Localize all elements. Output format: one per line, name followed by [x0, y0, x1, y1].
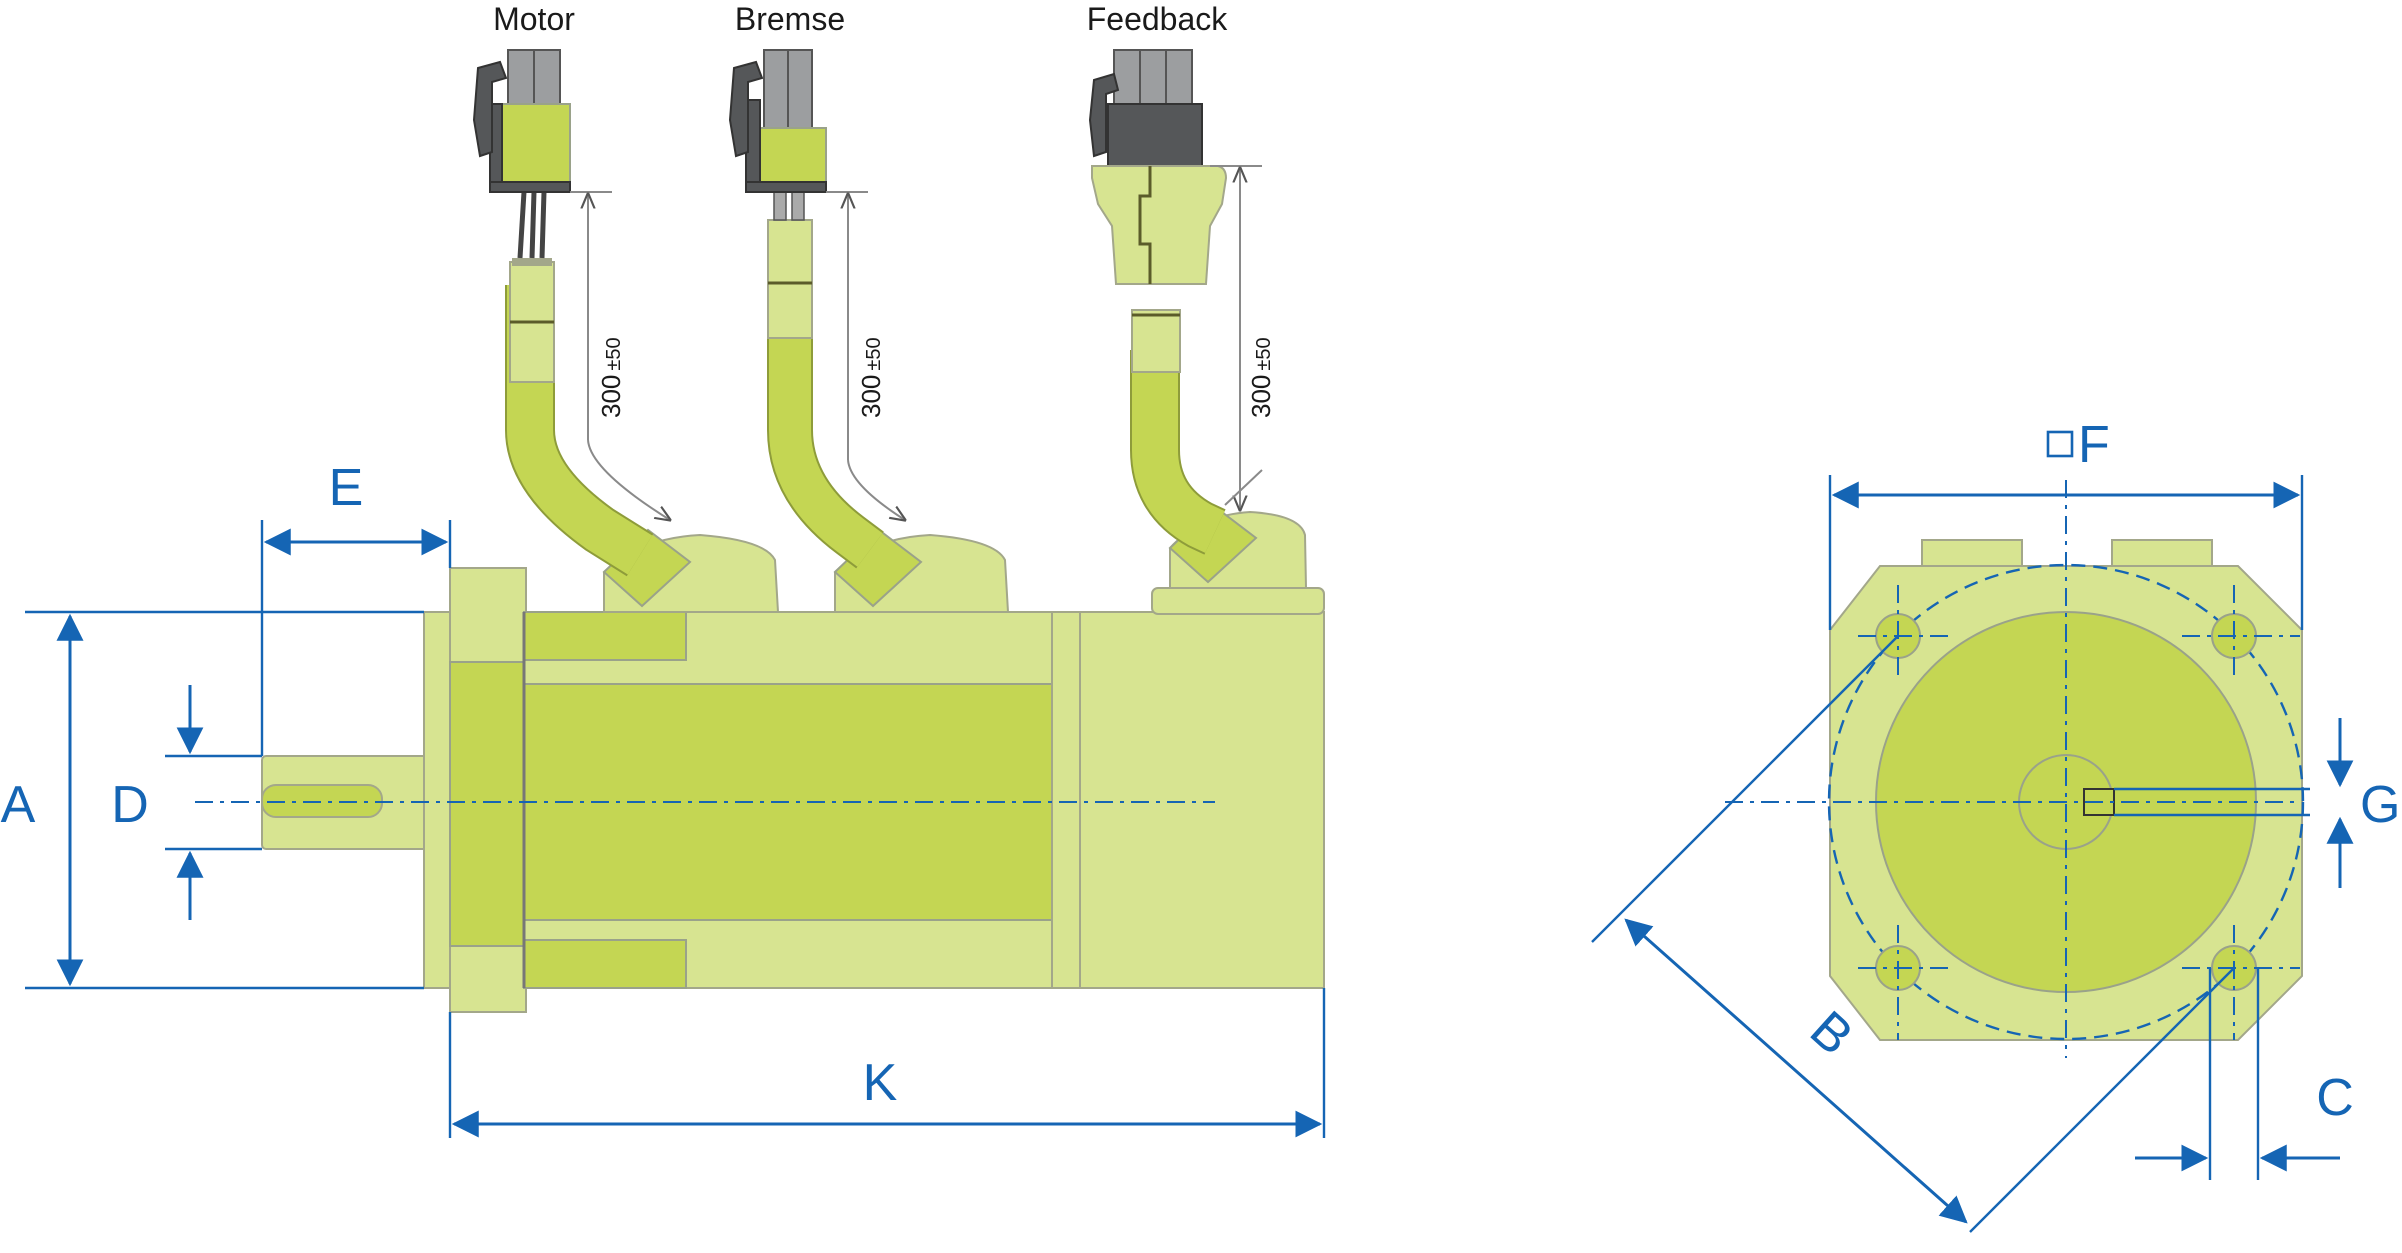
dimension-g-label: G	[2360, 776, 2400, 834]
dimension-c-label: C	[2316, 1069, 2354, 1127]
dimension-a	[25, 610, 424, 990]
dimension-e-label: E	[329, 459, 364, 517]
front-view: F G B C	[1591, 416, 2400, 1233]
rear-housing	[1051, 587, 1325, 989]
dimension-k	[448, 988, 1326, 1138]
dimension-b	[1591, 635, 2235, 1233]
front-flange	[423, 567, 527, 1013]
feedback-connector	[1088, 49, 1228, 285]
cable-length-feedback: 300±50	[1246, 337, 1276, 418]
cable-length-dims	[570, 165, 1263, 520]
dimension-c	[2135, 968, 2340, 1180]
cable-length-brake: 300±50	[856, 337, 886, 418]
dimension-e	[260, 520, 452, 756]
brake-label: Bremse	[735, 1, 845, 37]
dimension-d-label: D	[111, 776, 149, 834]
side-view: Motor Bremse Feedback 300±50 300±50 300±…	[1, 1, 1326, 1138]
motor-label: Motor	[493, 1, 575, 37]
cable-length-motor: 300±50	[596, 337, 626, 418]
feedback-label: Feedback	[1087, 1, 1229, 37]
motor-housing	[522, 611, 1055, 989]
dimension-a-label: A	[1, 776, 36, 834]
dimension-f-label: F	[2078, 416, 2110, 474]
dimension-d	[165, 685, 262, 920]
dimension-b-label: B	[1799, 1000, 1864, 1066]
brake-cable	[767, 189, 884, 569]
brake-connector	[728, 49, 827, 193]
square-symbol	[2046, 430, 2074, 458]
motor-cable	[505, 191, 654, 577]
dimension-g	[2114, 718, 2354, 888]
motor-connector	[472, 49, 571, 193]
feedback-cable	[1130, 309, 1226, 555]
dimension-f	[1828, 475, 2304, 630]
dimension-k-label: K	[863, 1054, 898, 1112]
